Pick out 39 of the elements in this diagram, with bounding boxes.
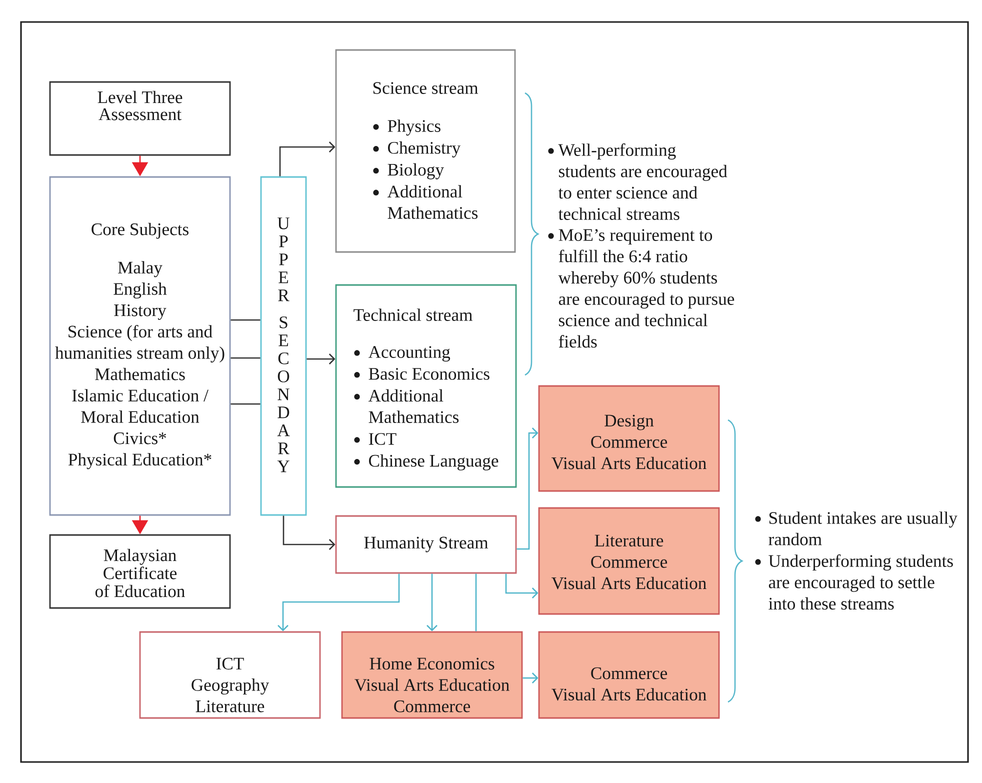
text-box: Malaysian Certificate of Education xyxy=(49,534,231,609)
note-text: Well-performing students are encouraged to enter science and technical streams xyxy=(558,143,728,220)
subject-box: ICT Geography Literature xyxy=(139,631,321,719)
stream-box: Humanity Stream xyxy=(335,515,517,574)
connector-line xyxy=(230,403,260,405)
node-label: Basic Economics xyxy=(368,368,490,380)
shaded-box: Literature Commerce Visual Arts Education xyxy=(538,507,720,615)
node-label: Accounting xyxy=(368,346,450,362)
node-label: Biology xyxy=(388,163,444,180)
arrow xyxy=(426,574,438,632)
connector-line xyxy=(475,574,477,632)
arrow xyxy=(505,574,538,598)
connector-line xyxy=(230,357,260,359)
stream-box: Technical stream Accounting Basic Economics Additional Mathematics ICT Chinese Language xyxy=(335,284,517,488)
note-text: Student intakes are usually random xyxy=(768,512,958,546)
node-label: Technical stream xyxy=(354,308,472,321)
arrow xyxy=(282,516,336,550)
node-label: Physics xyxy=(388,120,440,136)
arrow xyxy=(522,672,538,684)
node-label: Chinese Language xyxy=(369,454,498,470)
shaded-box: Home Economics Visual Arts Education Commerce xyxy=(341,631,523,719)
shaded-box: Design Commerce Visual Arts Education xyxy=(538,385,720,492)
node-label: Additional Mathematics xyxy=(387,185,478,219)
node-label: ICT xyxy=(368,433,396,445)
arrow xyxy=(278,574,400,632)
connector-line xyxy=(230,319,260,321)
note-text: Underperforming students are encouraged to settle into these streams xyxy=(768,554,953,610)
node-label: Additional Mathematics xyxy=(368,389,459,424)
arrow xyxy=(516,428,538,550)
node-label: Science stream xyxy=(373,82,478,94)
note-text: MoE’s requirement to fulfill the 6:4 ratio whereby 60% students are encouraged to pursue science and technical fields xyxy=(558,229,734,348)
arrow xyxy=(279,142,336,176)
stream-box: Science stream Physics Chemistry Biology Additional Mathematics xyxy=(335,49,516,253)
text-box: Level Three Assessment xyxy=(49,81,231,156)
shaded-box: Commerce Visual Arts Education xyxy=(538,631,720,719)
arrow xyxy=(306,354,336,364)
node-label: Chemistry xyxy=(388,141,461,158)
subject-list-box: Core Subjects Malay English History Science (for arts and humanities stream only) Mathematics Islamic Education / Moral Education Civics* Physical Education* xyxy=(49,176,231,516)
vertical-text-box: UPPER SECONDARY xyxy=(260,176,307,516)
